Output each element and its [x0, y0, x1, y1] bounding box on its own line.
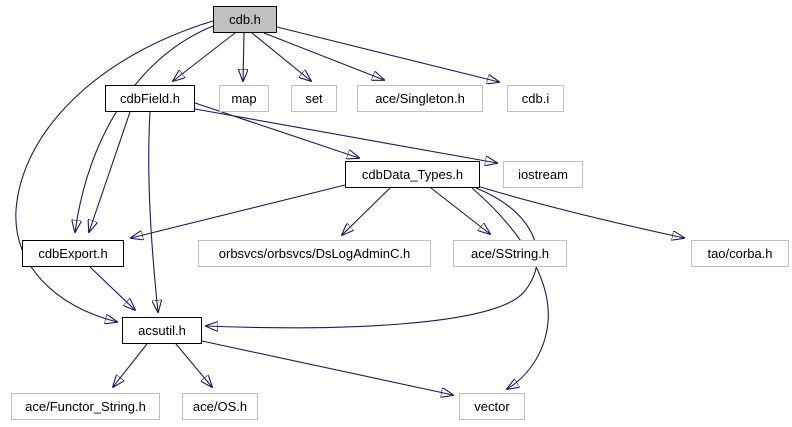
node-acsutil-h[interactable]: acsutil.h: [122, 317, 202, 344]
edge-cdbfield-h-to-iostream: [194, 108, 497, 163]
edge-cdbfield-h-to-acsutil-h: [148, 111, 158, 312]
node-cdb-h: cdb.h: [213, 6, 277, 33]
edge-cdb-h-to-ace-singleton-h: [263, 32, 384, 80]
node-cdbfield-h[interactable]: cdbField.h: [105, 85, 195, 112]
edge-cdb-h-to-map: [243, 32, 244, 81]
edge-cdbfield-h-to-cdbdata-types-h: [194, 102, 359, 158]
node-set: set: [291, 85, 337, 112]
edge-acsutil-h-to-vector: [201, 340, 453, 395]
edge-cdbdata-types-h-to-acsutil-h: [206, 187, 538, 328]
node-vector: vector: [459, 393, 525, 420]
node-iostream: iostream: [503, 161, 583, 188]
edge-cdb-h-to-cdb-i: [276, 26, 499, 82]
edge-cdbdata-types-h-to-vector: [471, 187, 549, 389]
edge-cdb-h-to-acsutil-h: [15, 20, 214, 322]
edge-acsutil-h-to-ace-functor-string-h: [113, 343, 148, 387]
node-ace-os-h: ace/OS.h: [182, 393, 258, 420]
edge-cdbdata-types-h-to-tao-corba-h: [476, 185, 684, 238]
edge-cdbdata-types-h-to-orbsvcs-dslogadminc-h: [342, 187, 391, 235]
edge-cdbfield-h-to-cdbexport-h: [89, 111, 131, 232]
edge-acsutil-h-to-ace-os-h: [175, 343, 212, 387]
edge-cdb-h-to-cdbfield-h: [173, 32, 236, 81]
node-cdbexport-h[interactable]: cdbExport.h: [22, 240, 124, 267]
node-ace-singleton-h: ace/Singleton.h: [357, 85, 483, 112]
node-ace-sstring-h: ace/SString.h: [453, 240, 567, 267]
node-cdb-i: cdb.i: [507, 85, 564, 112]
node-cdbdata-types-h[interactable]: cdbData_Types.h: [345, 161, 480, 188]
edge-cdb-h-to-cdbexport-h: [75, 25, 214, 232]
edge-cdbdata-types-h-to-ace-sstring-h: [430, 187, 490, 234]
node-tao-corba-h: tao/corba.h: [691, 240, 789, 267]
node-orbsvcs-dslogadminc-h: orbsvcs/orbsvcs/DsLogAdminC.h: [198, 240, 431, 267]
node-ace-functor-string-h: ace/Functor_String.h: [11, 393, 160, 420]
edge-cdbdata-types-h-to-cdbexport-h: [131, 184, 346, 238]
node-map: map: [219, 85, 269, 112]
edge-cdb-h-to-set: [251, 32, 311, 81]
edge-cdbexport-h-to-acsutil-h: [89, 266, 135, 310]
